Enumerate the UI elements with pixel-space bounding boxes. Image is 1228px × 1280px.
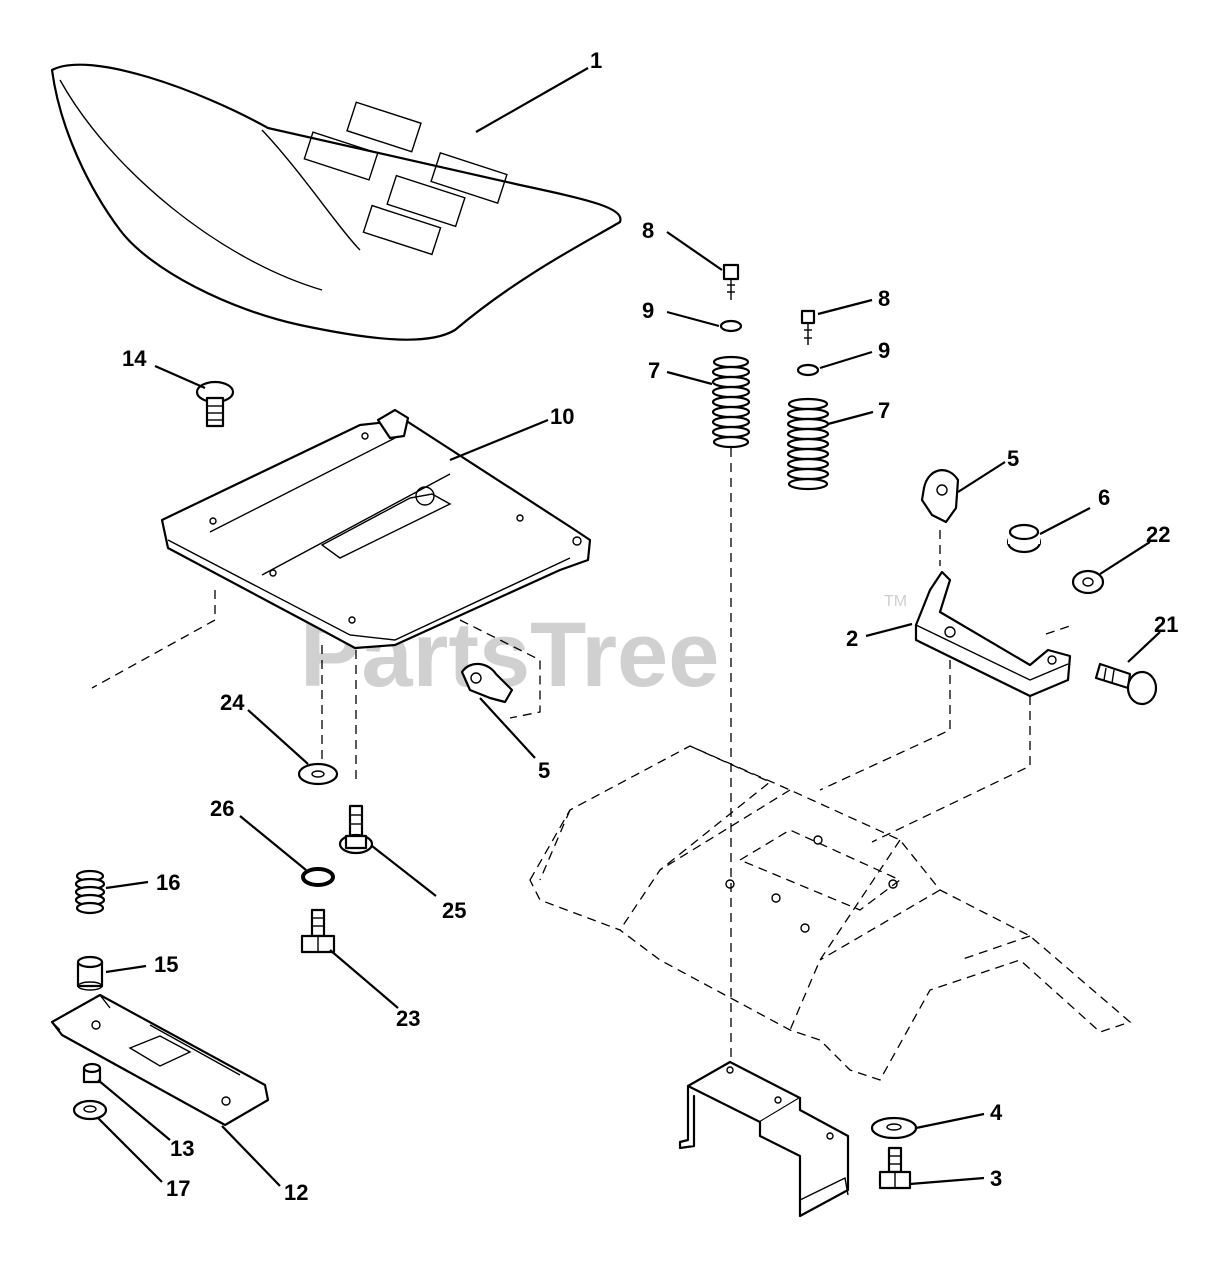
callout-8-left[interactable]: 8 [642, 218, 654, 243]
spring-part-7-right[interactable] [786, 397, 830, 491]
spring-part-7-left[interactable] [711, 355, 751, 449]
slide-bracket-part-12[interactable] [50, 993, 270, 1127]
callout-5-upper[interactable]: 5 [1007, 446, 1019, 471]
callouts: 1 14 10 8 9 7 8 9 7 5 6 22 2 21 5 24 26 … [122, 48, 1178, 1205]
watermark-tm: TM [884, 593, 907, 610]
bolt-part-8-left[interactable] [722, 263, 740, 300]
callout-22[interactable]: 22 [1146, 522, 1170, 547]
carriage-bolt-part-14[interactable] [195, 380, 235, 428]
washer-part-22[interactable] [1071, 569, 1105, 595]
washer-part-4[interactable] [870, 1116, 918, 1140]
seat-pan-part-10[interactable] [160, 408, 592, 650]
nut-part-6[interactable] [1006, 523, 1042, 554]
callout-8-right[interactable]: 8 [878, 286, 890, 311]
washer-part-9-right[interactable] [796, 363, 820, 377]
shoulder-bolt-part-25[interactable] [338, 804, 374, 855]
callout-1[interactable]: 1 [590, 48, 602, 73]
callout-7-left[interactable]: 7 [648, 358, 660, 383]
callout-12[interactable]: 12 [284, 1180, 308, 1205]
callout-26[interactable]: 26 [210, 796, 234, 821]
callout-9-right[interactable]: 9 [878, 338, 890, 363]
bolt-part-8-right[interactable] [800, 309, 816, 345]
callout-25[interactable]: 25 [442, 898, 466, 923]
spring-part-16[interactable] [74, 869, 106, 915]
callout-15[interactable]: 15 [154, 952, 178, 977]
callout-13[interactable]: 13 [170, 1136, 194, 1161]
callout-17[interactable]: 17 [166, 1176, 190, 1201]
seat-part-1[interactable] [50, 63, 622, 341]
latch-part-5-upper[interactable] [920, 469, 960, 524]
bushing-part-15[interactable] [76, 955, 104, 991]
washer-part-9-left[interactable] [719, 319, 743, 333]
bolt-part-3[interactable] [878, 1146, 912, 1190]
callout-3[interactable]: 3 [990, 1166, 1002, 1191]
nut-part-17[interactable] [72, 1099, 108, 1121]
callout-2[interactable]: 2 [846, 626, 858, 651]
callout-5-lower[interactable]: 5 [538, 758, 550, 783]
washer-part-24[interactable] [297, 762, 339, 786]
callout-16[interactable]: 16 [156, 870, 180, 895]
lower-bracket[interactable] [678, 1060, 850, 1218]
callout-23[interactable]: 23 [396, 1006, 420, 1031]
callout-4[interactable]: 4 [990, 1100, 1003, 1125]
callout-6[interactable]: 6 [1098, 485, 1110, 510]
callout-14[interactable]: 14 [122, 346, 147, 371]
bolt-part-23[interactable] [300, 908, 336, 954]
lock-washer-part-26[interactable] [301, 867, 335, 887]
spacer-part-13[interactable] [82, 1062, 102, 1084]
callout-10[interactable]: 10 [550, 404, 574, 429]
bracket-part-2[interactable] [914, 570, 1072, 698]
callout-7-right[interactable]: 7 [878, 398, 890, 423]
callout-24[interactable]: 24 [220, 690, 245, 715]
callout-9-left[interactable]: 9 [642, 298, 654, 323]
leader-lines [97, 67, 1161, 1187]
frame-outline [529, 745, 1132, 1081]
latch-part-5-lower[interactable] [460, 662, 514, 704]
shoulder-bolt-part-21[interactable] [1094, 662, 1158, 706]
callout-21[interactable]: 21 [1154, 612, 1178, 637]
